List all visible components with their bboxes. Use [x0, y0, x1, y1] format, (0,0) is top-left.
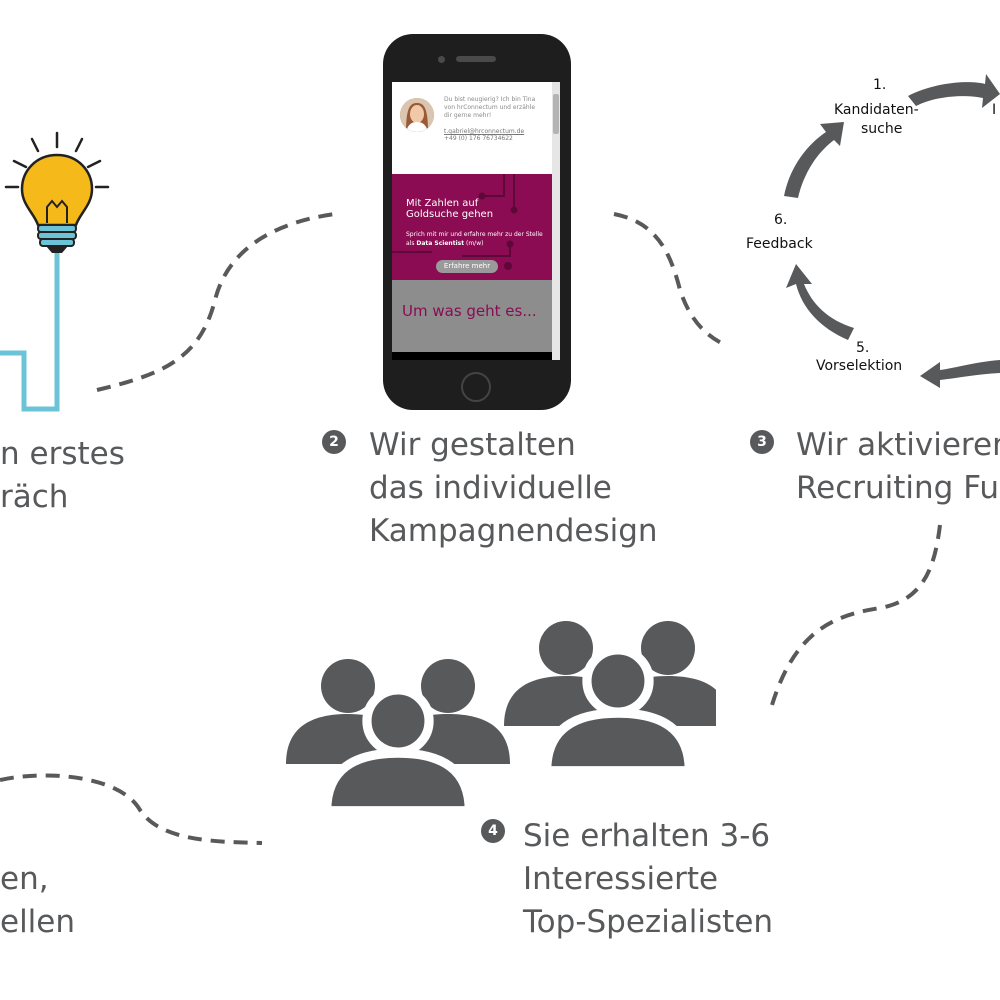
step3-line1: Wir aktivieren — [796, 427, 1000, 463]
avatar — [400, 98, 434, 132]
banner-subtext-part1: Sprich mit mir und erfahre mehr zu der S… — [406, 231, 543, 247]
circuit-lines — [392, 174, 518, 270]
contact-intro: Du bist neugierig? Ich bin Tina von hrCo… — [444, 96, 536, 119]
phone-screen: Du bist neugierig? Ich bin Tina von hrCo… — [392, 82, 560, 360]
scrollbar-thumb[interactable] — [553, 94, 559, 134]
step3-line2: Recruiting Fu — [796, 470, 999, 506]
step2-line2: das individuelle — [369, 470, 612, 506]
step4-number-badge: 4 — [481, 819, 505, 843]
step4-line1: Sie erhalten 3-6 — [523, 818, 771, 854]
banner-subtext: Sprich mit mir und erfahre mehr zu der S… — [406, 230, 546, 248]
scrollbar[interactable] — [552, 82, 560, 360]
step1-line2: räch — [0, 479, 69, 515]
cycle-item-5-label: Vorselektion — [816, 358, 903, 374]
section-title: Um was geht es... — [402, 302, 537, 320]
screen-footer — [392, 352, 552, 360]
contact-phone: +49 (0) 176 76734622 — [444, 135, 513, 142]
cycle-item-1-number: 1. — [873, 77, 887, 93]
connector-3-4 — [770, 524, 942, 706]
connector-2-3 — [613, 212, 726, 347]
step2-line1: Wir gestalten — [369, 427, 576, 463]
connector-4-5 — [0, 773, 263, 845]
section-intro: Um was geht es... — [392, 280, 552, 352]
step2-number-badge: 2 — [322, 430, 346, 454]
step4-line2: Interessierte — [523, 861, 719, 897]
step5-line2: ellen — [0, 904, 76, 940]
connector-1-2 — [96, 212, 336, 392]
cycle-item-2-partial: I — [992, 102, 997, 118]
learn-more-button[interactable]: Erfahre mehr — [436, 260, 498, 273]
phone-camera — [438, 56, 445, 63]
contact-email-link[interactable]: t.gabriel@hrconnectum.de — [444, 128, 525, 135]
cycle-item-6-number: 6. — [774, 212, 788, 228]
cycle-item-1-line1: Kandidaten- — [834, 102, 919, 118]
cycle-item-1-line2: suche — [861, 121, 903, 137]
contact-section: Du bist neugierig? Ich bin Tina von hrCo… — [392, 82, 552, 174]
cycle-item-6-label: Feedback — [746, 236, 813, 252]
people-group-icon — [286, 621, 716, 816]
step2-line3: Kampagnendesign — [369, 513, 658, 549]
banner-headline-1: Mit Zahlen auf — [406, 198, 479, 209]
banner-subtext-part2: (m/w) — [464, 240, 484, 247]
step4-line3: Top-Spezialisten — [523, 904, 774, 940]
banner-headline-2: Goldsuche gehen — [406, 209, 494, 220]
step3-number-badge: 3 — [750, 430, 774, 454]
cycle-arrows-icon — [784, 74, 1000, 388]
lightbulb-icon — [0, 131, 110, 412]
step5-line1: en, — [0, 861, 49, 897]
phone-speaker — [456, 56, 496, 62]
job-banner: Mit Zahlen auf Goldsuche gehen Sprich mi… — [392, 174, 552, 280]
step1-line1: n erstes — [0, 436, 125, 472]
banner-subtext-bold: Data Scientist — [416, 240, 465, 247]
cycle-item-5-number: 5. — [856, 340, 870, 356]
phone-home-button — [461, 372, 491, 402]
